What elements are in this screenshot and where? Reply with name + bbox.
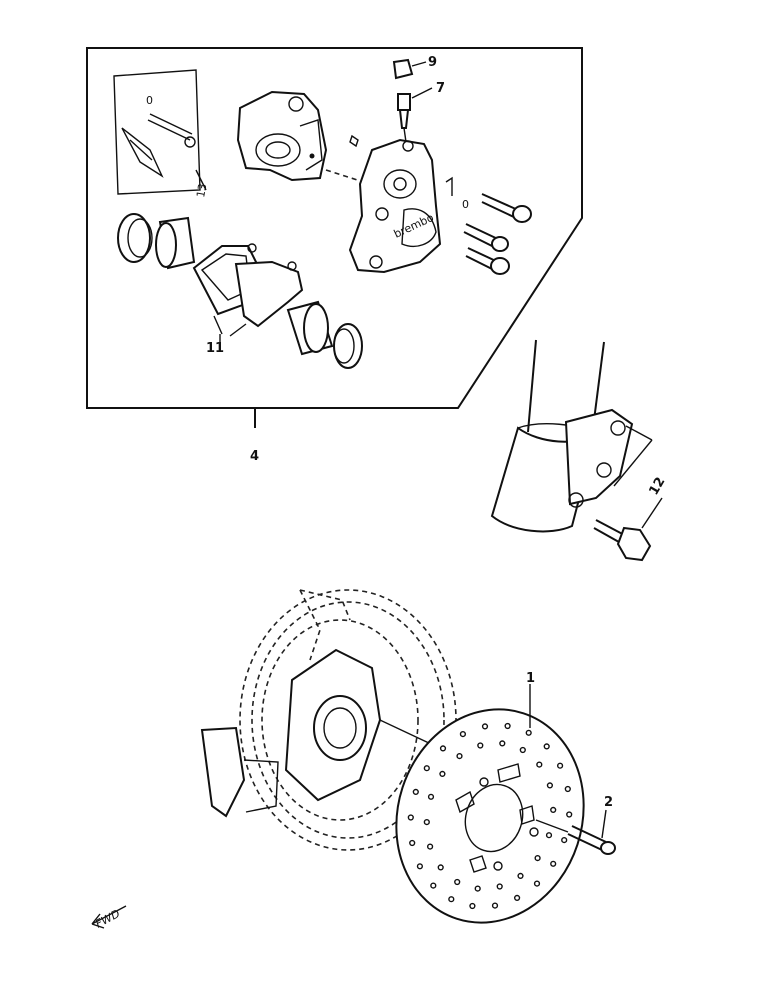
- disc-drill-hole: [543, 743, 550, 750]
- caliper-body: brembo: [348, 134, 442, 274]
- disc-drill-hole: [437, 864, 444, 871]
- disc-drill-hole: [474, 885, 481, 892]
- disc-drill-hole: [448, 896, 455, 903]
- piston-seal-right: [333, 323, 363, 369]
- brake-pads: [192, 243, 304, 337]
- disc-drill-hole: [459, 730, 467, 738]
- disc-drill-hole: [517, 872, 524, 880]
- callout-1: 1: [526, 671, 535, 686]
- caliper-bracket: [236, 90, 371, 185]
- pin-inset-box: 0: [113, 69, 207, 195]
- front-arrow-icon: FWD: [91, 905, 127, 931]
- callout-9: 9: [428, 55, 437, 70]
- disc-drill-hole: [556, 762, 564, 769]
- disc-drill-hole: [536, 761, 543, 768]
- disc-drill-hole: [481, 723, 489, 730]
- disc-drill-hole: [491, 902, 499, 909]
- disc-drill-hole: [499, 740, 506, 747]
- disc-drill-hole: [416, 863, 424, 870]
- disc-drill-hole: [427, 793, 435, 800]
- svg-text:0: 0: [146, 94, 153, 107]
- disc-drill-hole: [439, 745, 447, 752]
- disc-drill-hole: [525, 729, 532, 736]
- disc-drill-hole: [469, 902, 476, 910]
- svg-text:0: 0: [462, 198, 469, 211]
- disc-drill-hole: [430, 882, 437, 889]
- disc-drill-hole: [566, 811, 573, 818]
- bleeder-cap: [392, 58, 427, 80]
- disc-drill-hole: [439, 770, 446, 778]
- piston-seal-left: [117, 213, 153, 263]
- disc-drill-hole: [427, 843, 434, 850]
- callout-4: 4: [250, 449, 259, 464]
- disc-drill-hole: [546, 782, 554, 789]
- disc-drill-hole: [545, 832, 553, 839]
- disc-drill-hole: [454, 878, 461, 886]
- brake-disc: [395, 708, 585, 924]
- disc-drill-hole: [561, 836, 568, 844]
- disc-drill-hole: [513, 894, 521, 902]
- callout-7: 7: [436, 81, 445, 96]
- front-fork-leg: [490, 339, 653, 533]
- disc-drill-hole: [423, 765, 430, 772]
- disc-drill-hole: [504, 722, 511, 730]
- caliper-bolt-upper: [481, 193, 532, 223]
- caliper-bolt-middle: [463, 223, 509, 252]
- disc-drill-hole: [477, 742, 484, 749]
- disc-drill-hole: [412, 788, 419, 796]
- piston-left: [155, 216, 196, 270]
- disc-drill-hole: [423, 818, 430, 826]
- disc-drill-hole: [496, 883, 503, 890]
- bleeder-screw: [397, 87, 433, 143]
- disc-drill-hole: [564, 785, 571, 793]
- caliper-mount-bolt: [593, 497, 663, 562]
- callout-2: 2: [604, 795, 613, 810]
- caliper-bolt-lower: 0: [445, 176, 510, 275]
- disc-drill-hole: [519, 746, 526, 754]
- disc-drill-hole: [407, 814, 414, 821]
- front-wheel: [200, 589, 457, 851]
- piston-right: [286, 300, 334, 356]
- disc-drill-hole: [533, 880, 541, 887]
- disc-drill-hole: [456, 752, 463, 760]
- disc-drill-hole: [550, 806, 557, 814]
- disc-drill-hole: [534, 854, 541, 862]
- callout-13: 13: [194, 182, 209, 198]
- disc-bolt: [535, 809, 616, 855]
- caliper-assembly-frame: [86, 47, 583, 428]
- disc-drill-hole: [409, 839, 416, 847]
- callout-11: 11: [206, 341, 224, 356]
- front-mark: FWD: [93, 907, 122, 931]
- callout-12: 12: [646, 475, 668, 498]
- disc-drill-hole: [550, 860, 557, 867]
